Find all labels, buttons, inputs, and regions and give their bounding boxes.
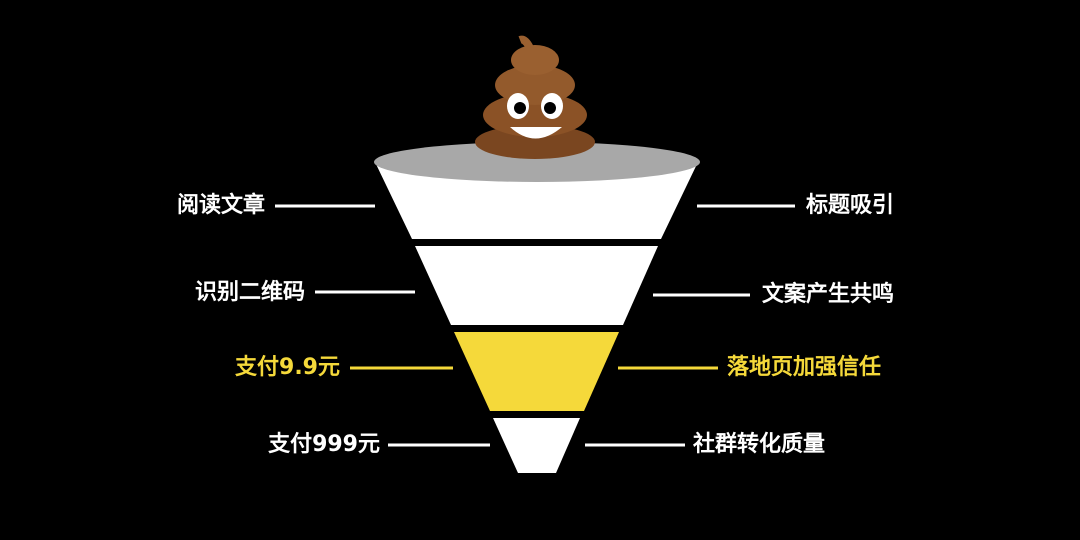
funnel-band-2 — [415, 246, 658, 325]
funnel-band-1 — [375, 162, 698, 239]
stage-3-right-label: 落地页加强信任 — [727, 355, 882, 380]
funnel-rim — [374, 142, 700, 182]
stage-4-left-label: 支付999元 — [268, 432, 380, 457]
funnel-band-4 — [493, 418, 580, 473]
stage-2-right-label: 文案产生共鸣 — [762, 282, 895, 307]
stage-1-left-label: 阅读文章 — [176, 193, 265, 218]
stage-2-left-label: 识别二维码 — [194, 280, 305, 305]
stage-4-right-label: 社群转化质量 — [693, 432, 826, 457]
stage-1-right-label: 标题吸引 — [806, 193, 895, 218]
poop-emoji-icon — [475, 35, 595, 159]
funnel-band-3 — [454, 332, 619, 411]
stage-3-left-label: 支付9.9元 — [235, 355, 340, 380]
